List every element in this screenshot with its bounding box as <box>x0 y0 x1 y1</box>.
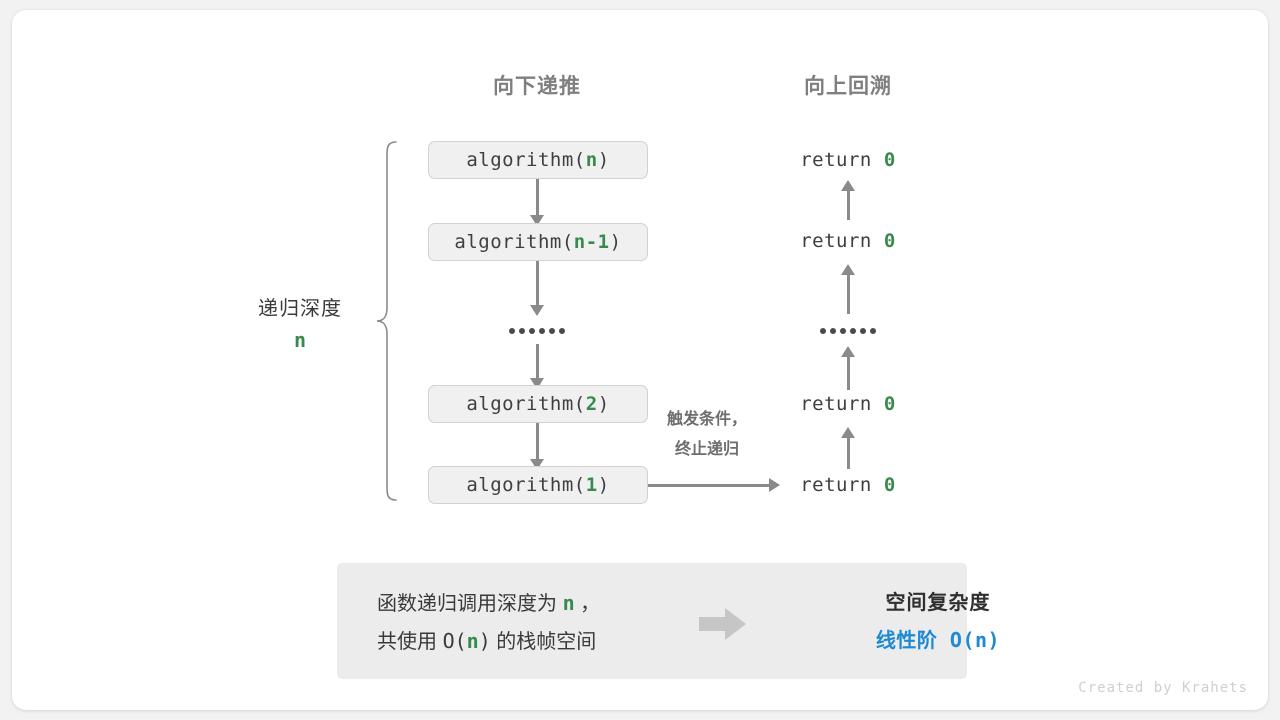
base-case-note-line2: 终止递归 <box>674 441 740 458</box>
call-box-1-arg: n-1 <box>573 231 610 253</box>
call-box-0-suffix: ) <box>597 149 610 171</box>
summary-line-1: 函数递归调用深度为 n ， <box>377 585 600 623</box>
arrow-head-down-0 <box>529 215 544 226</box>
return-3-text: return <box>800 474 884 496</box>
call-box-1[interactable]: algorithm(n-1) <box>428 223 648 261</box>
right-block-arrow-icon <box>699 607 747 646</box>
summary-line-2-m1: O( <box>442 629 467 653</box>
call-box-0[interactable]: algorithm(n) <box>428 141 648 179</box>
credit-text: Created by Krahets <box>1078 680 1248 696</box>
arrow-head-up-3 <box>840 427 855 438</box>
summary-line-1-var: n <box>562 591 575 615</box>
arrow-line-1 <box>536 261 539 309</box>
return-1-text: return <box>800 230 884 252</box>
arrow-line-2 <box>536 344 539 382</box>
ellipsis-dots-right <box>820 328 876 334</box>
return-0-text: return <box>800 149 884 171</box>
return-3-value: 0 <box>883 474 896 496</box>
arrow-head-up-1 <box>840 264 855 275</box>
base-case-arrow-line <box>648 484 770 487</box>
call-box-3-arg: 1 <box>585 474 598 496</box>
call-box-0-prefix: algorithm( <box>466 149 586 171</box>
summary-line-2a: 共使用 <box>377 631 443 653</box>
recursion-depth-text: 递归深度 <box>258 298 342 320</box>
return-1-value: 0 <box>883 230 896 252</box>
summary-line-2-var: n <box>466 629 479 653</box>
summary-line-2-m2: ) <box>478 629 491 653</box>
call-box-1-prefix: algorithm( <box>454 231 574 253</box>
call-box-2[interactable]: algorithm(2) <box>428 385 648 423</box>
call-box-2-prefix: algorithm( <box>466 393 586 415</box>
arrow-head-up-2 <box>840 346 855 357</box>
summary-description: 函数递归调用深度为 n ， 共使用 O(n) 的栈帧空间 <box>377 585 600 661</box>
summary-conclusion: 空间复杂度 线性阶 O(n) <box>848 585 1028 659</box>
return-line-0 <box>847 188 850 220</box>
recursion-depth-label: 递归深度 n <box>258 292 342 352</box>
arrow-head-down-1 <box>529 305 544 316</box>
return-line-1 <box>847 272 850 314</box>
arrow-head-up-0 <box>840 180 855 191</box>
base-case-arrow-head <box>769 478 780 492</box>
arrow-head-down-3 <box>529 459 544 470</box>
ellipsis-dots-left <box>509 328 565 334</box>
return-2: return 0 <box>800 393 896 415</box>
summary-line-2: 共使用 O(n) 的栈帧空间 <box>377 623 600 661</box>
arrow-head-down-2 <box>529 378 544 389</box>
return-0: return 0 <box>800 149 896 171</box>
summary-line-1b: ， <box>574 593 601 615</box>
call-box-2-arg: 2 <box>585 393 598 415</box>
return-2-value: 0 <box>883 393 896 415</box>
base-case-note-line1: 触发条件， <box>666 411 748 428</box>
return-line-3 <box>847 435 850 469</box>
column-header-backtrack-up: 向上回溯 <box>804 75 892 98</box>
column-header-recurse-down: 向下递推 <box>493 75 581 98</box>
diagram-card: 向下递推 向上回溯 递归深度 n algorithm(n) algorithm(… <box>12 10 1268 710</box>
return-line-2 <box>847 354 850 390</box>
arrow-line-3 <box>536 423 539 463</box>
return-2-text: return <box>800 393 884 415</box>
base-case-note: 触发条件， 终止递归 <box>667 405 747 465</box>
summary-conclusion-value: 线性阶 O(n) <box>875 628 1001 652</box>
summary-line-1a: 函数递归调用深度为 <box>377 593 563 615</box>
call-box-3-prefix: algorithm( <box>466 474 586 496</box>
summary-conclusion-title: 空间复杂度 <box>885 592 991 614</box>
summary-line-2b: 的栈帧空间 <box>490 631 597 653</box>
call-box-3[interactable]: algorithm(1) <box>428 466 648 504</box>
call-box-2-suffix: ) <box>597 393 610 415</box>
return-3: return 0 <box>800 474 896 496</box>
recursion-depth-value: n <box>293 328 307 352</box>
call-box-1-suffix: ) <box>609 231 622 253</box>
arrow-line-0 <box>536 179 539 219</box>
return-1: return 0 <box>800 230 896 252</box>
return-0-value: 0 <box>883 149 896 171</box>
recursion-depth-brace <box>374 140 404 507</box>
summary-panel: 函数递归调用深度为 n ， 共使用 O(n) 的栈帧空间 空间复杂度 线性阶 O… <box>337 563 1000 679</box>
call-box-0-arg: n <box>585 149 598 171</box>
call-box-3-suffix: ) <box>597 474 610 496</box>
